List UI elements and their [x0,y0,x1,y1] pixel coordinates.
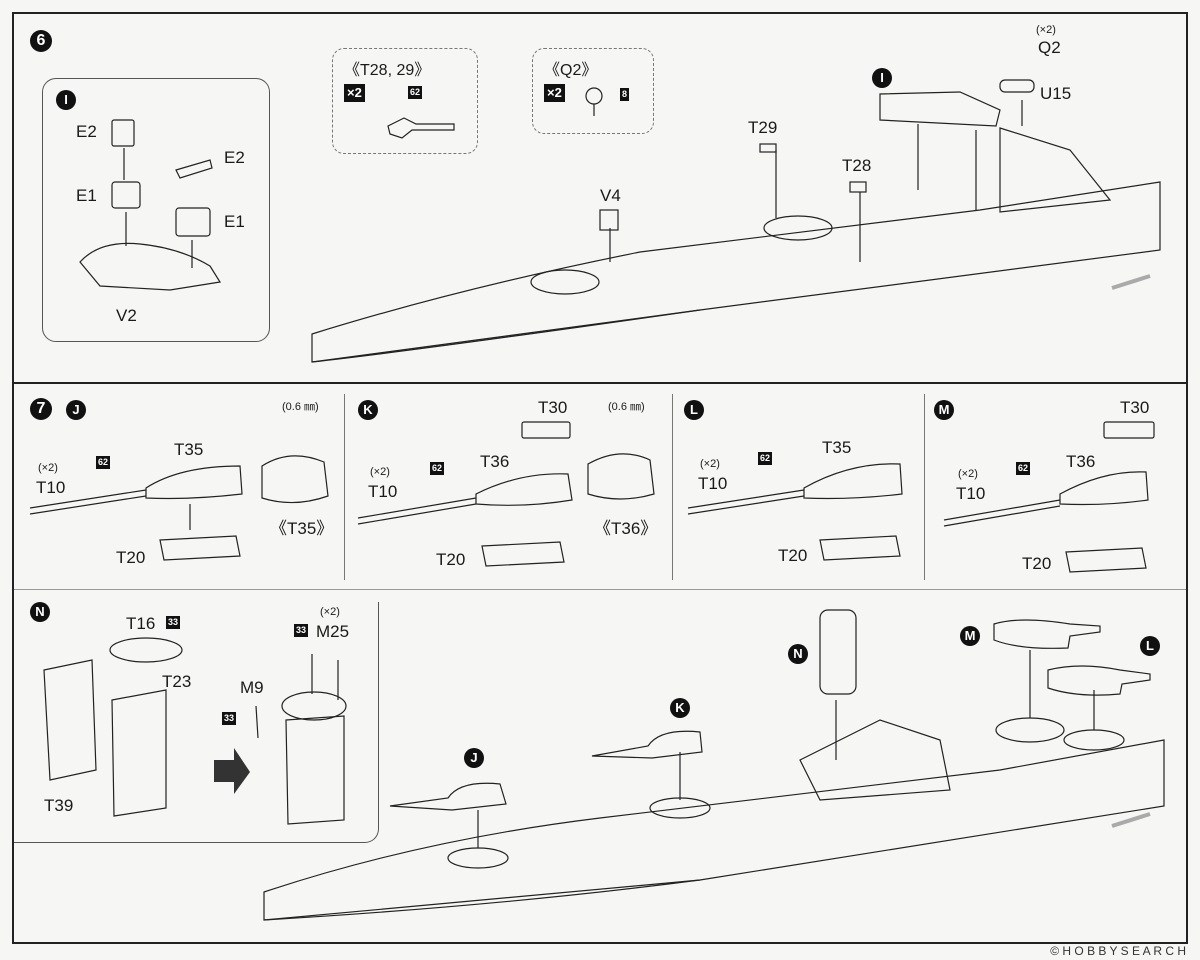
N-label-M25: M25 [316,622,350,641]
marker-K: K [358,400,378,420]
inset-I-marker: I [56,90,76,110]
funnel-parts-N [43,637,347,825]
turret-J [29,455,329,561]
label-T28: T28 [842,156,872,175]
J-paint: 62 [96,456,111,469]
L-paint: 62 [758,452,773,465]
step-7-number: 7 [30,398,52,420]
label-E1-b: E1 [224,212,245,231]
ship-7-hull [263,609,1165,921]
box-T28-29-paint: 62 [408,86,423,99]
sep-3 [924,394,925,580]
marker-N: N [30,602,50,622]
label-Q2: Q2 [1038,38,1061,57]
N-label-M9: M9 [240,678,264,697]
N-paint-a: 33 [166,616,181,629]
label-V4: V4 [600,186,621,205]
turret-K [357,421,655,567]
marker-J: J [66,400,86,420]
ship7-marker-K: K [670,698,690,718]
box-Q2-paint: 8 [620,88,630,101]
L-label-T20: T20 [778,546,808,565]
M-label-T20: T20 [1022,554,1052,573]
inset-N-box [14,602,379,843]
label-E2-b: E2 [224,148,245,167]
M-label-T30: T30 [1120,398,1150,417]
ship7-marker-N: N [788,644,808,664]
box-T28-29 [332,48,478,154]
L-qty: (×2) [700,458,720,470]
step-6-number: 6 [30,30,52,52]
box-Q2-qty: ×2 [544,84,565,102]
ship7-marker-M: M [960,626,980,646]
J-detail: 《T35》 [270,519,334,538]
turret-L [687,463,903,561]
ship-6-hull [311,79,1161,363]
J-label-T10: T10 [36,478,66,497]
sep-1 [344,394,345,580]
J-qty: (×2) [38,462,58,474]
box-T28-29-qty: ×2 [344,84,365,102]
marker-L: L [684,400,704,420]
box-T28-29-title: 《T28, 29》 [344,62,431,79]
N-qty: (×2) [320,606,340,618]
label-T29: T29 [748,118,778,137]
label-E2-a: E2 [76,122,97,141]
N-label-T23: T23 [162,672,192,691]
K-label-T20: T20 [436,550,466,569]
marker-M: M [934,400,954,420]
sep-2 [672,394,673,580]
K-qty: (×2) [370,466,390,478]
box-Q2 [532,48,654,134]
label-V2: V2 [116,306,137,325]
inset-I-box [42,78,270,342]
K-paint: 62 [430,462,445,475]
page-frame [12,12,1188,944]
M-label-T36: T36 [1066,452,1096,471]
q2-qty: (×2) [1036,24,1056,36]
footer-watermark: © H O B B Y S E A R C H [1050,944,1186,958]
N-label-T39: T39 [44,796,74,815]
section-divider [12,382,1188,384]
ship7-marker-L: L [1140,636,1160,656]
box-Q2-title: 《Q2》 [544,62,598,79]
N-paint-b: 33 [222,712,237,725]
label-U15: U15 [1040,84,1072,103]
M-qty: (×2) [958,468,978,480]
label-E1-a: E1 [76,186,97,205]
turret-parts-I [79,119,221,291]
N-label-T16: T16 [126,614,156,633]
J-label-T35: T35 [174,440,204,459]
K-detail: 《T36》 [594,519,658,538]
K-label-T10: T10 [368,482,398,501]
M-label-T10: T10 [956,484,986,503]
ship7-marker-J: J [464,748,484,768]
K-label-T30: T30 [538,398,568,417]
M-paint: 62 [1016,462,1031,475]
K-label-T36: T36 [480,452,510,471]
N-paint-c: 33 [294,624,309,637]
J-drill: (0.6 ㎜) [282,401,319,413]
ship6-marker-I: I [872,68,892,88]
K-drill: (0.6 ㎜) [608,401,645,413]
L-label-T35: T35 [822,438,852,457]
sub-divider [14,589,1186,590]
turret-M [943,421,1155,573]
L-label-T10: T10 [698,474,728,493]
J-label-T20: T20 [116,548,146,567]
